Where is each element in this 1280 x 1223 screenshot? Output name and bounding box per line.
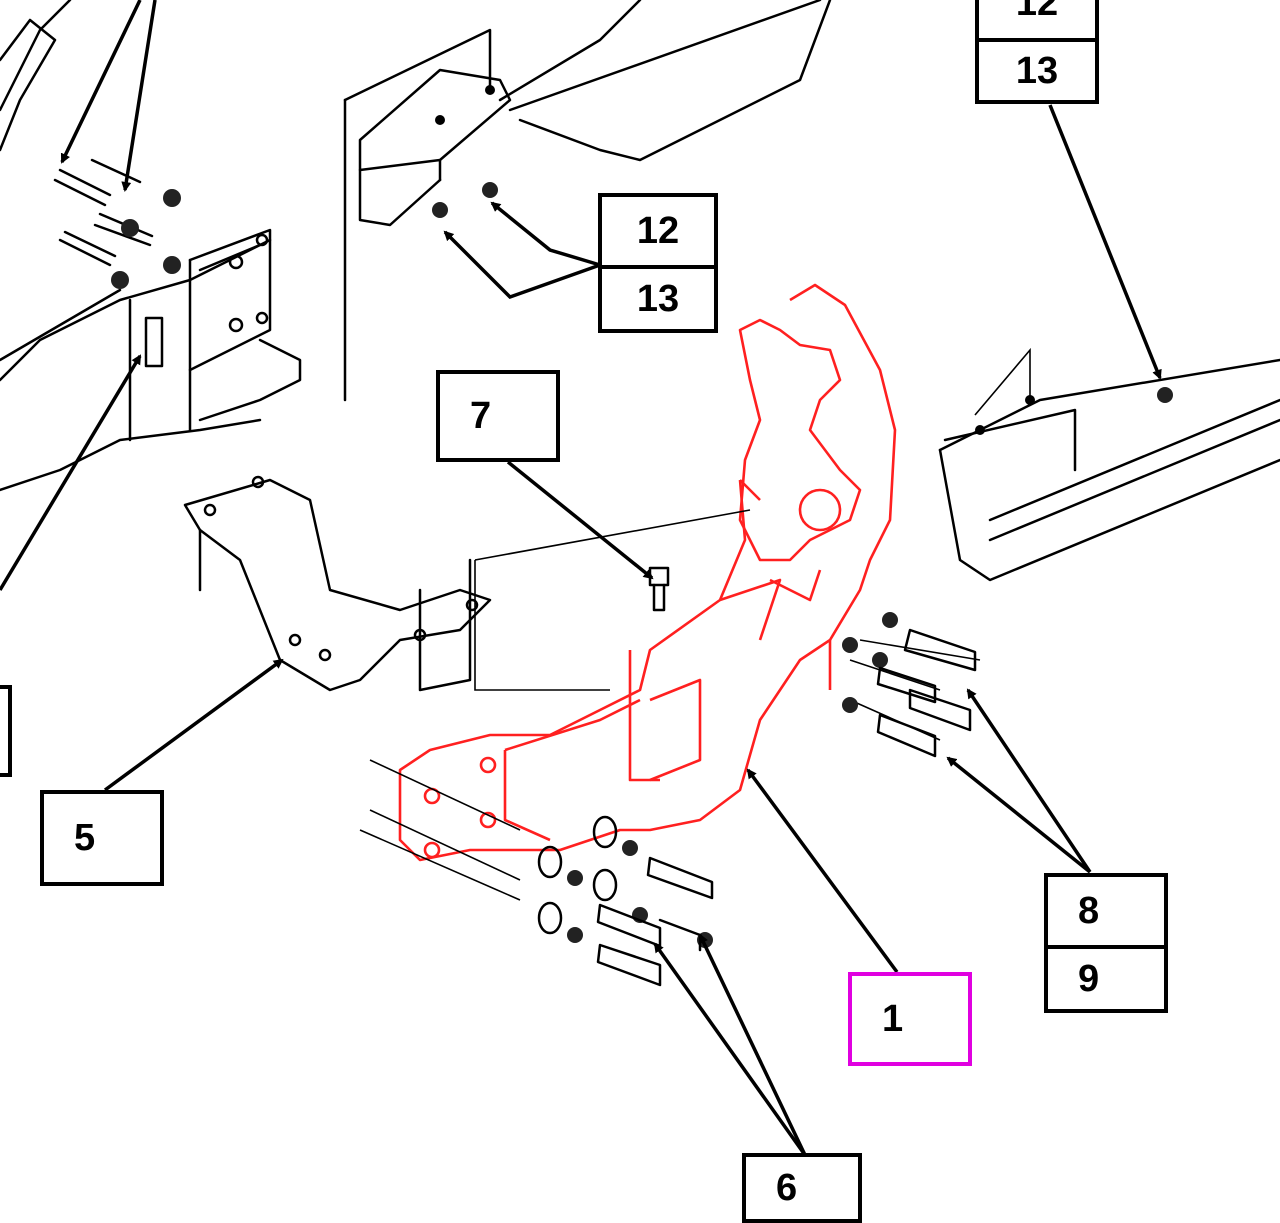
callout-5[interactable]: 5 <box>40 790 164 886</box>
callout-item-1: 1 <box>882 997 904 1040</box>
pin-7 <box>474 509 751 691</box>
left-frame-assembly <box>0 0 302 492</box>
bolt-stack-8-9 <box>842 612 981 758</box>
callout-partial-left[interactable] <box>0 685 12 777</box>
callout-6[interactable]: 6 <box>742 1153 862 1223</box>
callout-12-13-top[interactable]: 12 13 <box>598 193 718 333</box>
callout-item-13: 13 <box>602 265 714 329</box>
callout-7[interactable]: 7 <box>436 370 560 462</box>
callout-8-9[interactable]: 8 9 <box>1044 873 1168 1013</box>
callout-item-8: 8 <box>1078 889 1100 932</box>
callout-item-13: 13 <box>979 38 1095 100</box>
callout-item-9: 9 <box>1048 945 1164 1009</box>
callout-item-12: 12 <box>636 209 680 252</box>
highlighted-part-1 <box>398 283 897 862</box>
callout-item-6: 6 <box>776 1166 798 1209</box>
callout-item-7: 7 <box>470 394 492 437</box>
callout-item-5: 5 <box>74 816 96 859</box>
top-mount-bracket <box>343 0 832 402</box>
bolt-stack-6 <box>359 759 714 987</box>
callout-1[interactable]: 1 <box>848 972 972 1066</box>
support-bracket-5 <box>183 475 492 692</box>
right-rail <box>938 347 1280 582</box>
callout-item-12: 12 <box>1015 0 1059 24</box>
leader-lines <box>0 0 1162 1157</box>
callout-12-13-right[interactable]: 12 13 <box>975 0 1099 104</box>
